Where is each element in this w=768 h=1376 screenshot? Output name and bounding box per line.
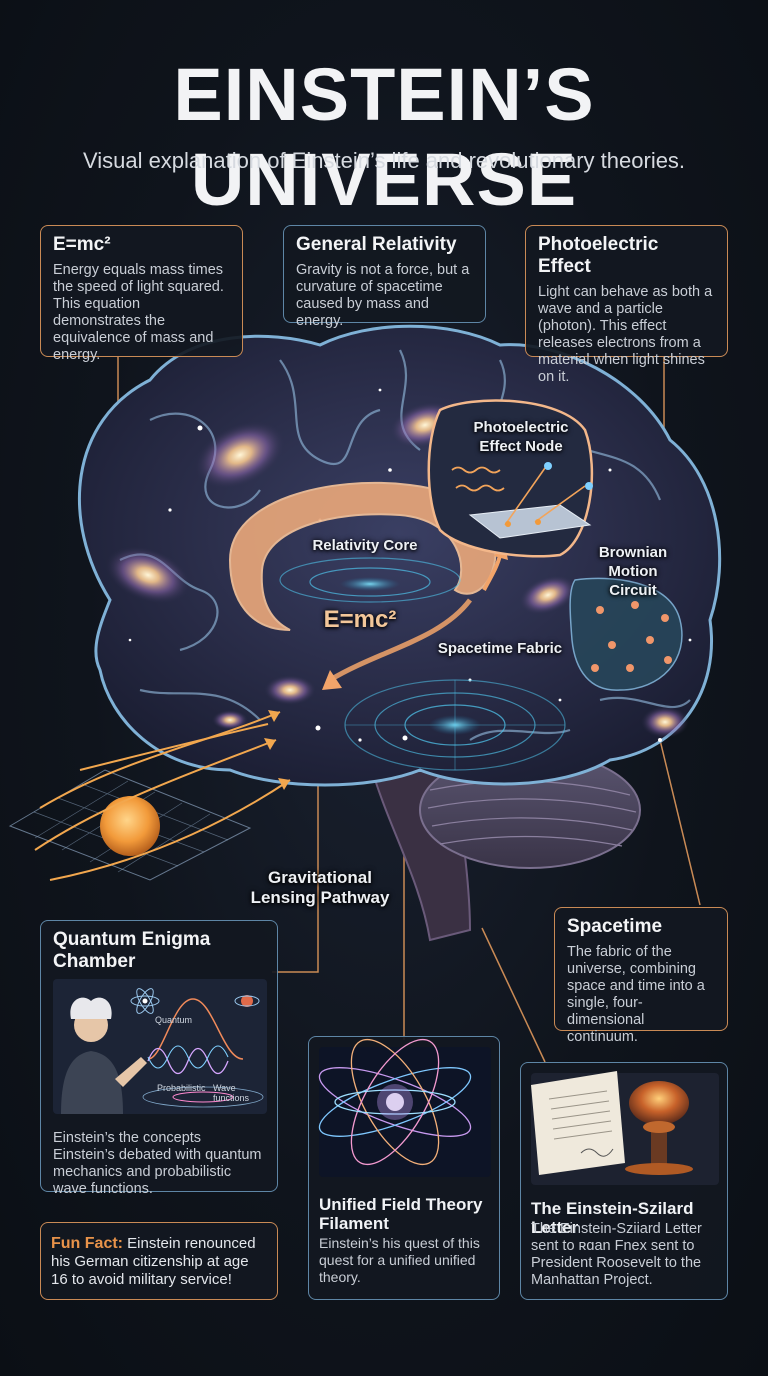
card-spacetime-title: Spacetime: [567, 916, 663, 937]
fun-fact-label: Fun Fact:: [51, 1235, 123, 1252]
card-unified: Unified Field Theory Filament Einstein’s…: [308, 1036, 500, 1300]
card-emc2: E=mc² Energy equals mass times the speed…: [40, 225, 243, 363]
card-photoelectric: Photoelectric Effect Light can behave as…: [525, 225, 728, 385]
relativity-core-ring: [228, 481, 497, 631]
label-brownian: Brownian Motion Circuit: [598, 544, 668, 599]
wave-functions-label: Wave functions: [213, 1083, 250, 1103]
card-fun-fact: Fun Fact: Einstein renounced his German …: [40, 1222, 278, 1300]
galaxy-decor: [105, 401, 689, 738]
card-gr-title: General Relativity: [296, 234, 457, 255]
sun-icon: [100, 796, 160, 856]
page-title: EINSTEIN’S UNIVERSE: [173, 53, 595, 221]
unified-field-illustration: [318, 1038, 491, 1177]
fun-fact-body: Einstein renounced his German citizenshi…: [51, 1235, 256, 1288]
card-gr-body: Gravity is not a force, but a curvature …: [296, 262, 470, 329]
card-szilard: The Einstein-Szilard Letter The Einstein…: [520, 1062, 728, 1300]
card-photoelectric-title: Photoelectric Effect: [538, 234, 659, 277]
label-photoelectric-node: Photoelectric Effect Node: [473, 419, 569, 455]
card-szilard-title: The Einstein-Szilard Letter: [531, 1199, 694, 1237]
card-spacetime: Spacetime The fabric of the universe, co…: [554, 907, 728, 1045]
probabilistic-label: Probabilistic: [157, 1083, 206, 1093]
label-emc2-core: E=mc²: [323, 606, 397, 633]
spacetime-fabric-grid: [344, 679, 566, 771]
card-general-relativity: General Relativity Gravity is not a forc…: [283, 225, 486, 329]
card-spacetime-body: The fabric of the universe, combining sp…: [567, 944, 705, 1045]
card-emc2-body: Energy equals mass times the speed of li…: [53, 262, 224, 363]
page-subtitle: Visual explanation of Einstein’s life an…: [82, 148, 686, 173]
card-quantum-body: Einstein’s the concepts Einstein’s debat…: [53, 1130, 262, 1197]
szilard-illustration: [531, 1071, 719, 1185]
light-rays: [34, 711, 291, 881]
card-unified-body: Einstein’s his quest of this quest for a…: [319, 1235, 480, 1285]
card-szilard-body: The Einstein-Sziiard Letter sent to ʀɑan…: [531, 1221, 702, 1288]
quantum-label: Quantum: [155, 1015, 193, 1025]
label-lensing-pathway: Gravitational Lensing Pathway: [250, 868, 390, 907]
card-quantum: Quantum Enigma Chamber: [40, 920, 278, 1197]
card-quantum-title: Quantum Enigma Chamber: [53, 929, 211, 972]
card-photoelectric-body: Light can behave as both a wave and a pa…: [538, 284, 713, 385]
quantum-illustration: Quantum Probabilistic Wave functions: [53, 979, 267, 1114]
brownian-region: [569, 577, 683, 691]
card-emc2-title: E=mc²: [53, 234, 111, 255]
label-spacetime-fabric: Spacetime Fabric: [437, 640, 563, 657]
card-unified-title: Unified Field Theory Filament: [319, 1195, 483, 1233]
label-relativity-core: Relativity Core: [312, 537, 418, 554]
